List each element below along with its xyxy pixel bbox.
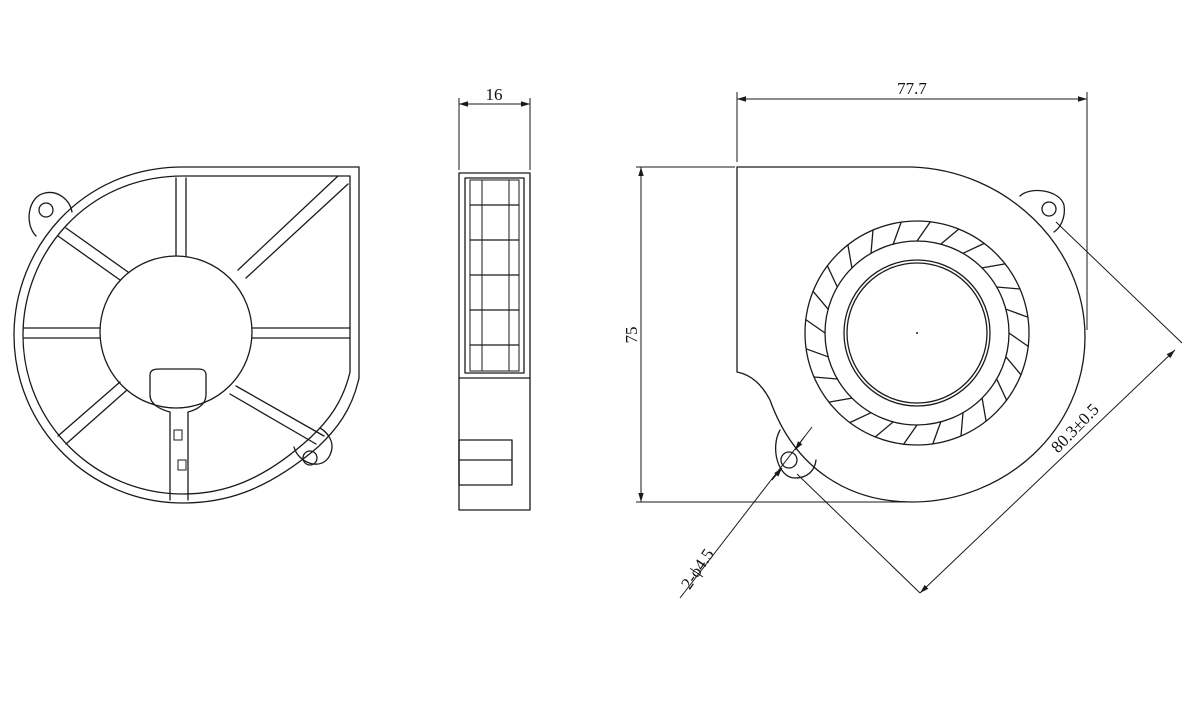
impeller-blade [932,421,942,445]
impeller-blade [892,221,902,245]
impeller-blade [996,286,1021,290]
width-dimension: 77.7 [897,79,927,98]
hole-diameter-dimension: 2-ϕ4.5 [677,545,718,592]
impeller-blade [996,378,1008,401]
impeller-blade [828,397,853,403]
impeller-blade [962,242,985,254]
side-body [458,172,531,511]
impeller-blade [981,263,1006,269]
rear-ear-bottom [293,427,333,465]
side-connector [458,439,513,486]
thickness-dimension: 16 [486,85,503,104]
impeller-blade [826,265,838,288]
rear-ear-top [28,191,73,237]
impeller-blade [981,397,987,422]
side-inlet [464,177,525,374]
impeller-blade [902,424,918,445]
impeller-blade [960,412,964,437]
impeller-blade [805,318,826,334]
impeller-blade [1005,308,1029,318]
impeller-blade [847,244,853,269]
rear-frame-outline [13,166,360,504]
impeller-blade [849,412,872,424]
hole-spacing-dimension-line [919,349,1176,594]
impeller-blade [870,229,874,254]
impeller-blade [805,348,829,358]
front-hole-top [1041,201,1057,217]
height-dimension: 75 [622,327,641,344]
rear-hole-bottom [302,450,318,466]
front-ear-bottom [775,429,817,479]
front-view: 77.7 75 80.3±0.5 2-ϕ4.5 [622,79,1183,599]
impeller-blade [874,421,894,438]
front-ear-top [1019,189,1066,233]
front-hole-bottom [780,451,798,469]
impeller-blade [1005,356,1022,376]
rear-hole-top [38,202,54,218]
rear-struts [23,175,351,445]
impeller-blade [813,376,838,380]
impeller-outer-ring [804,220,1030,446]
rear-view [13,166,360,504]
impeller-blade [916,221,932,242]
hub-ring-outer [843,259,991,407]
impeller-blade [940,228,960,245]
impeller-blade [1008,332,1029,348]
rear-hub-ring [99,255,253,409]
side-view: 16 [458,85,531,511]
impeller-blade [812,290,829,310]
hub-ring-inner [846,262,988,404]
rear-wire-channel [149,368,207,501]
side-blades [469,180,520,371]
hole-diameter-leader [679,426,813,599]
